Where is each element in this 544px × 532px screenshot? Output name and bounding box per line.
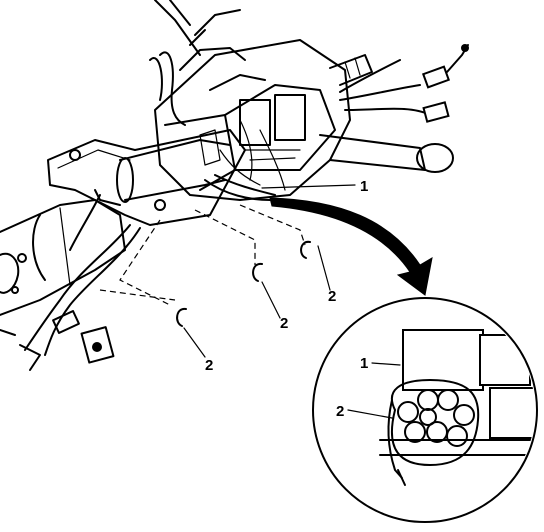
turn-signal-lever — [319, 134, 454, 173]
ignition-switch — [149, 0, 241, 126]
callout-label-clip-c: 2 — [205, 357, 213, 374]
column-shaft — [329, 54, 373, 86]
leader-clip-a — [317, 245, 331, 291]
leader-clip-c — [183, 327, 206, 358]
callout-label-clip-b: 2 — [280, 315, 288, 332]
leader-detail-2 — [347, 409, 393, 419]
leader-detail-1 — [371, 362, 401, 366]
detail-arrow — [269, 197, 433, 296]
right-connector-harness — [339, 44, 469, 123]
lower-wire-harness — [0, 194, 141, 371]
mounting-bracket — [47, 129, 246, 226]
switch-housing — [154, 39, 351, 201]
upper-column-tube — [116, 139, 231, 203]
callout-label-detail-2: 2 — [336, 403, 344, 420]
leader-lines — [99, 204, 306, 306]
callout-label-main-1: 1 — [360, 178, 368, 195]
leader-main-1 — [261, 184, 356, 189]
callout-label-clip-a: 2 — [328, 288, 336, 305]
callout-label-detail-1: 1 — [360, 355, 368, 372]
clip-c-shapes — [176, 240, 311, 327]
detail-view-circle — [312, 297, 538, 523]
wire-bundle — [204, 119, 286, 201]
leader-clip-b — [261, 281, 281, 319]
